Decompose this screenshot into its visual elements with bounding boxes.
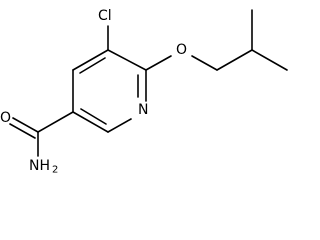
amide-subscript-label: 2 [52, 165, 58, 176]
ring-bond-c2-n-inner [80, 108, 107, 125]
structure-canvas: Cl O N O NH 2 [0, 8, 288, 176]
ring-bond-c2-n [107, 118, 132, 133]
ring-nitrogen-label: N [138, 102, 148, 118]
bond-carbonyl-o-1 [12, 117, 39, 133]
bond-ch2-ch [216, 49, 253, 71]
ring-bond-c4-c5-inner [79, 57, 106, 74]
carbonyl-oxygen-label: O [0, 110, 11, 126]
bond-ch-ch3-right [251, 49, 288, 71]
bond-c3-carbonyl [37, 111, 74, 133]
chlorine-label: Cl [98, 8, 112, 24]
amide-nitrogen-label: NH [29, 158, 50, 174]
bond-c6-o [145, 55, 172, 71]
ring-bond-c6-c5 [107, 49, 147, 71]
molecule-structure: Cl O N O NH 2 [0, 8, 288, 176]
bond-carbonyl-o-2 [9, 123, 36, 139]
ring-bond-c3-c2 [72, 111, 109, 133]
ether-oxygen-label: O [176, 42, 187, 58]
bond-o-ch2 [191, 55, 218, 71]
ring-bond-c5-c4 [72, 49, 109, 71]
